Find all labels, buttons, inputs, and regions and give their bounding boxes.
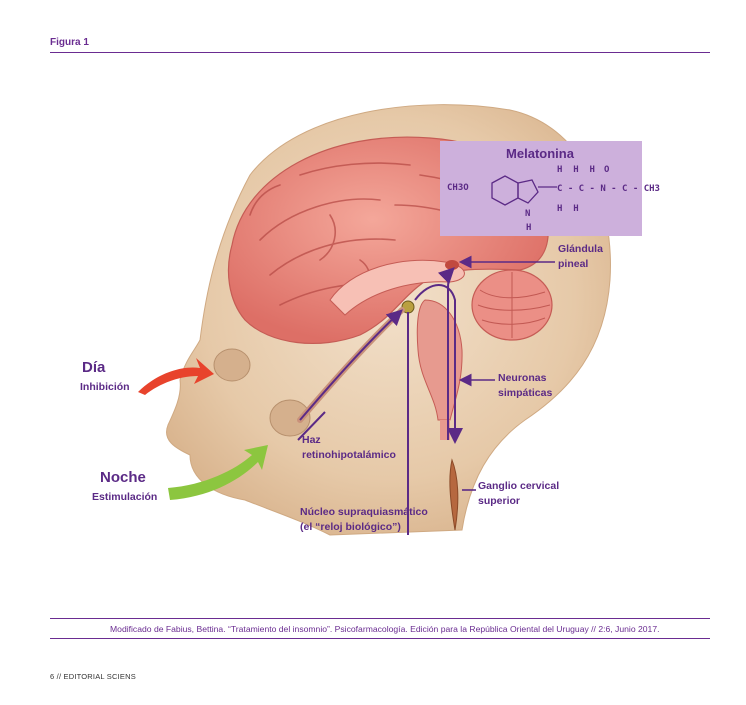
- corpus-callosum: [329, 259, 465, 316]
- leader-lines: [458, 255, 555, 491]
- h-row-bottom: H H: [557, 204, 579, 214]
- melatonin-box: Melatonina CH3O N H H H H C - C - N - C …: [440, 141, 660, 236]
- label-neuronas-2: simpáticas: [498, 387, 552, 399]
- cerebellum: [471, 269, 553, 341]
- top-divider: [50, 52, 710, 53]
- label-haz-1: Haz: [302, 434, 321, 446]
- pineal-gland: [445, 260, 459, 270]
- ch3o-group: CH3O: [447, 183, 469, 193]
- night-stimulation-arrow: [168, 445, 268, 500]
- ring-nh: N: [525, 209, 530, 219]
- eye-lower: [269, 399, 311, 437]
- neural-pathway: [297, 267, 463, 535]
- label-nucleo-1: Núcleo supraquiasmático: [300, 506, 428, 518]
- carbonyl-o: O: [604, 165, 610, 175]
- figure-caption: Modificado de Fabius, Bettina. “Tratamie…: [110, 624, 660, 634]
- label-ganglio-1: Ganglio cervical: [478, 480, 559, 492]
- label-pineal-1: Glándula: [558, 243, 603, 255]
- pyrrole-ring: [517, 179, 539, 204]
- ring-h: H: [526, 223, 531, 233]
- h-row-top: H H H: [557, 165, 595, 175]
- label-neuronas-1: Neuronas: [498, 372, 547, 384]
- label-ganglio-2: superior: [478, 495, 520, 507]
- label-noche: Noche: [100, 469, 146, 486]
- eye-upper: [213, 348, 251, 382]
- figure-title: Figura 1: [50, 37, 89, 48]
- melatonin-title: Melatonina: [506, 146, 575, 161]
- caption-divider-top: [50, 618, 710, 619]
- label-haz-2: retinohipotalámico: [302, 449, 396, 461]
- day-inhibition-arrow: [138, 358, 214, 395]
- chain: C - C - N - C - CH3: [557, 184, 660, 194]
- label-estimulacion: Estimulación: [92, 491, 157, 503]
- label-dia: Día: [82, 359, 106, 376]
- page-footer: 6 // EDITORIAL SCIENS: [50, 672, 136, 681]
- superior-cervical-ganglion: [449, 458, 459, 531]
- label-nucleo-2: (el “reloj biológico”): [300, 521, 401, 533]
- label-inhibicion: Inhibición: [80, 381, 130, 393]
- label-pineal-2: pineal: [558, 258, 588, 270]
- caption-divider-bottom: [50, 638, 710, 639]
